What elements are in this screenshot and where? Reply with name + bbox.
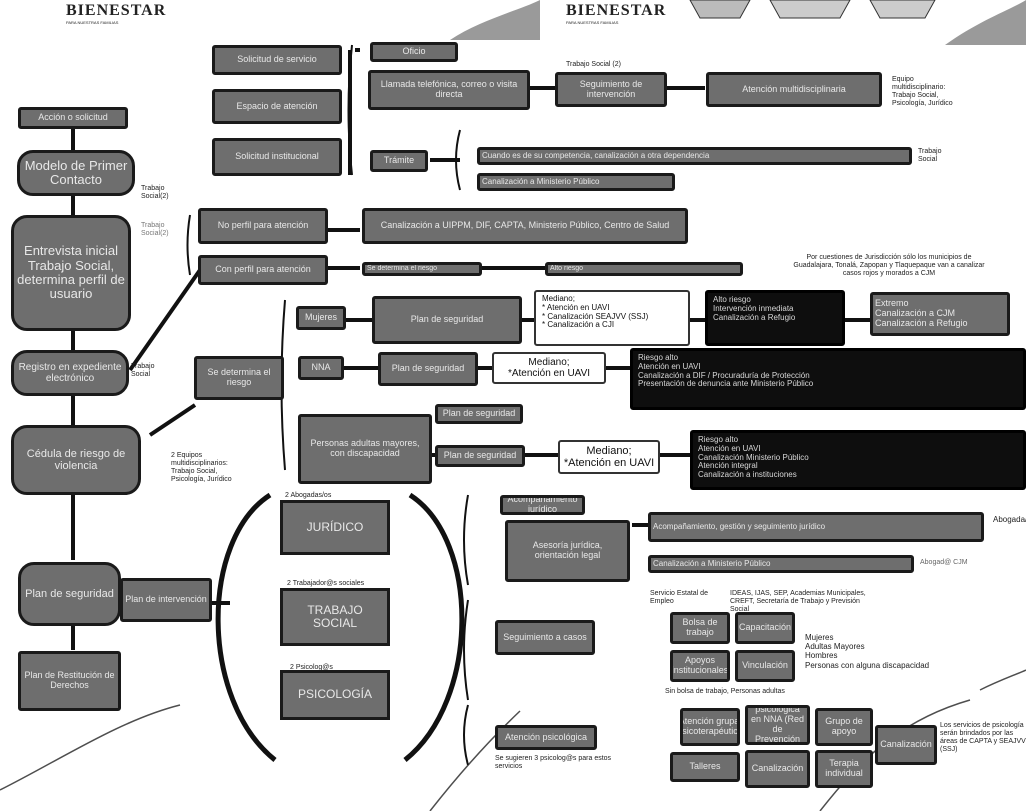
canaliza-uippm-box: Canalización a UIPPM, DIF, CAPTA, Minist…	[362, 208, 688, 244]
jur-acomp-box: Acompañamiento jurídico	[500, 495, 585, 515]
nna-box: NNA	[298, 356, 344, 380]
ts-quad-2: Capacitación	[735, 612, 795, 644]
cedula-riesgo-box: Cédula de riesgo de violencia	[11, 425, 141, 495]
label-ts-2: Trabajo Social(2)	[141, 222, 169, 238]
label-jurisdiccion: Por cuestiones de Jurisdicción sólo los …	[793, 254, 985, 278]
det-riesgo-mini-box: Se determina el riesgo	[362, 262, 482, 276]
label-ts-tiers: Servicio Estatal de Empleo	[650, 590, 708, 606]
label-psi-note: Los servicios de psicología serán brinda…	[940, 722, 1026, 754]
mediano-1-item-3: * Canalización a CJI	[542, 320, 615, 330]
label-dos-equipos: 2 Equipos multidisciplinarios: Trabajo S…	[171, 452, 232, 484]
mujeres-box: Mujeres	[296, 306, 346, 330]
alto-riesgo-mini-box: Alto riesgo	[545, 262, 743, 276]
canaliza-line-1: Cuando es de su competencia, canalizació…	[477, 147, 912, 165]
mediano-1-item-1: * Atención en UAVI	[542, 302, 610, 312]
plan-seguridad-nna-box: Plan de seguridad	[378, 352, 478, 386]
label-ts-3: Trabajo Social	[131, 363, 155, 379]
label-ts-tiers-2: IDEAS, IJAS, SEP, Academias Municipales,…	[730, 590, 866, 614]
psicologia-box: PSICOLOGÍA	[280, 670, 390, 720]
label-sugiere: Se sugieren 3 psicolog@s para estos serv…	[495, 755, 612, 771]
personas-black-box: Riesgo alto Atención en UAVI Canalizació…	[690, 430, 1026, 490]
jur-asesoria-box: Asesoría jurídica, orientación legal	[505, 520, 630, 582]
mediano-2-item: *Atención en UAVI	[507, 368, 591, 379]
hex-2	[769, 0, 851, 19]
no-perfil-box: No perfil para atención	[198, 208, 328, 244]
canaliza-line-2: Canalización a Ministerio Público	[477, 173, 675, 191]
registro-expediente-box: Registro en expediente electrónico	[11, 350, 129, 396]
determina-riesgo-box: Se determina el riesgo	[194, 356, 284, 400]
modelo-primer-contacto-box: Modelo de Primer Contacto	[17, 150, 135, 196]
entrevista-inicial-box: Entrevista inicial Trabajo Social, deter…	[11, 215, 131, 331]
tramite-box: Trámite	[370, 150, 428, 172]
solicitud-servicio-box: Solicitud de servicio	[212, 45, 342, 75]
label-abogado-cjm: Abogad@ CJM	[920, 559, 968, 566]
psi-grid-2: Atención psicológica en NNA (Red de Prev…	[745, 705, 810, 745]
alto-riesgo-black-box: Alto riesgo Intervención inmediata Canal…	[705, 290, 845, 346]
mediano-3-box: Mediano; *Atención en UAVI	[558, 440, 660, 474]
psi-grid-6: Terapia individual	[815, 750, 873, 788]
jur-line-box: Acompañamiento, gestión y seguimiento ju…	[648, 512, 984, 542]
plan-seguridad-personas-box: Plan de seguridad	[435, 445, 525, 467]
label-ts-4: Trabajo Social (2)	[566, 61, 621, 68]
solicitud-institucional-box: Solicitud institucional	[212, 138, 342, 176]
label-abogados: 2 Abogadas/os	[285, 492, 332, 499]
psi-grid-5: Canalización	[745, 750, 810, 788]
atencion-multidisciplinaria-box: Atención multidisciplinaria	[706, 72, 882, 107]
mediano-2-title: Mediano;	[528, 357, 570, 368]
llamada-box: Llamada telefónica, correo o visita dire…	[368, 70, 530, 110]
psi-grid-1: Atención grupal psicoterapéutica	[680, 708, 740, 746]
label-ts-pop: Mujeres Adultas Mayores Hombres Personas…	[805, 633, 930, 670]
mediano-3-title: Mediano;	[586, 444, 632, 457]
plan-restitucion-box: Plan de Restitución de Derechos	[18, 651, 121, 711]
psi-mid-box: Atención psicológica	[495, 725, 597, 750]
mediano-1-title: Mediano;	[542, 294, 575, 303]
label-psicologos: 2 Psicolog@s	[290, 664, 333, 671]
si-perfil-box: Con perfil para atención	[198, 255, 328, 285]
psi-grid-3: Grupo de apoyo	[815, 708, 873, 746]
seguimiento-intervencion-box: Seguimiento de intervención	[555, 72, 667, 107]
label-trabajadores: 2 Trabajador@s sociales	[287, 580, 365, 587]
label-ts-bottom: Sin bolsa de trabajo, Personas adultas	[665, 688, 785, 695]
juridico-box: JURÍDICO	[280, 500, 390, 555]
mediano-2-box: Mediano; *Atención en UAVI	[492, 352, 606, 384]
oficio-box: Oficio	[370, 42, 458, 62]
hex-3	[869, 0, 936, 19]
label-ts-5: Trabajo Social	[918, 148, 942, 164]
trabajo-social-box: TRABAJO SOCIAL	[280, 588, 390, 646]
psi-grid-4: Talleres	[670, 752, 740, 782]
mediano-1-box: Mediano; * Atención en UAVI * Canalizaci…	[534, 290, 690, 346]
extremo-box: Extremo Canalización a CJM Canalización …	[870, 292, 1010, 336]
mediano-3-item: *Atención en UAVI	[563, 457, 655, 469]
label-equipo-multi: Equipo multidisciplinario: Trabajo Socia…	[892, 76, 953, 108]
ts-mid-box: Seguimiento a casos	[495, 620, 595, 655]
hex-1	[689, 0, 751, 19]
ts-quad-1: Bolsa de trabajo	[670, 612, 730, 644]
plan-seguridad-small-box: Plan de seguridad	[435, 404, 523, 424]
ribbon-left	[450, 0, 540, 40]
psi-side-box: Canalización	[875, 725, 937, 765]
plan-seguridad-box: Plan de seguridad	[18, 562, 121, 626]
nna-black-box: Riesgo alto Atención en UAVI Canalizació…	[630, 348, 1026, 410]
ts-quad-4: Vinculación	[735, 650, 795, 682]
plan-seguridad-2-box: Plan de seguridad	[372, 296, 522, 344]
label-abogado: Abogada/o	[993, 515, 1026, 524]
personas-box: Personas adultas mayores, con discapacid…	[298, 414, 432, 484]
label-ts-1: Trabajo Social(2)	[141, 185, 169, 201]
ts-quad-3: Apoyos institucionales	[670, 650, 730, 682]
accion-solicitud-box: Acción o solicitud	[18, 107, 128, 129]
espacio-atencion-box: Espacio de atención	[212, 89, 342, 124]
plan-intervencion-box: Plan de intervención	[120, 578, 212, 622]
mediano-1-item-2: * Canalización SEAJVV (SSJ)	[542, 311, 649, 321]
jur-line2-box: Canalización a Ministerio Público	[648, 555, 914, 573]
ribbon-right	[945, 0, 1026, 45]
